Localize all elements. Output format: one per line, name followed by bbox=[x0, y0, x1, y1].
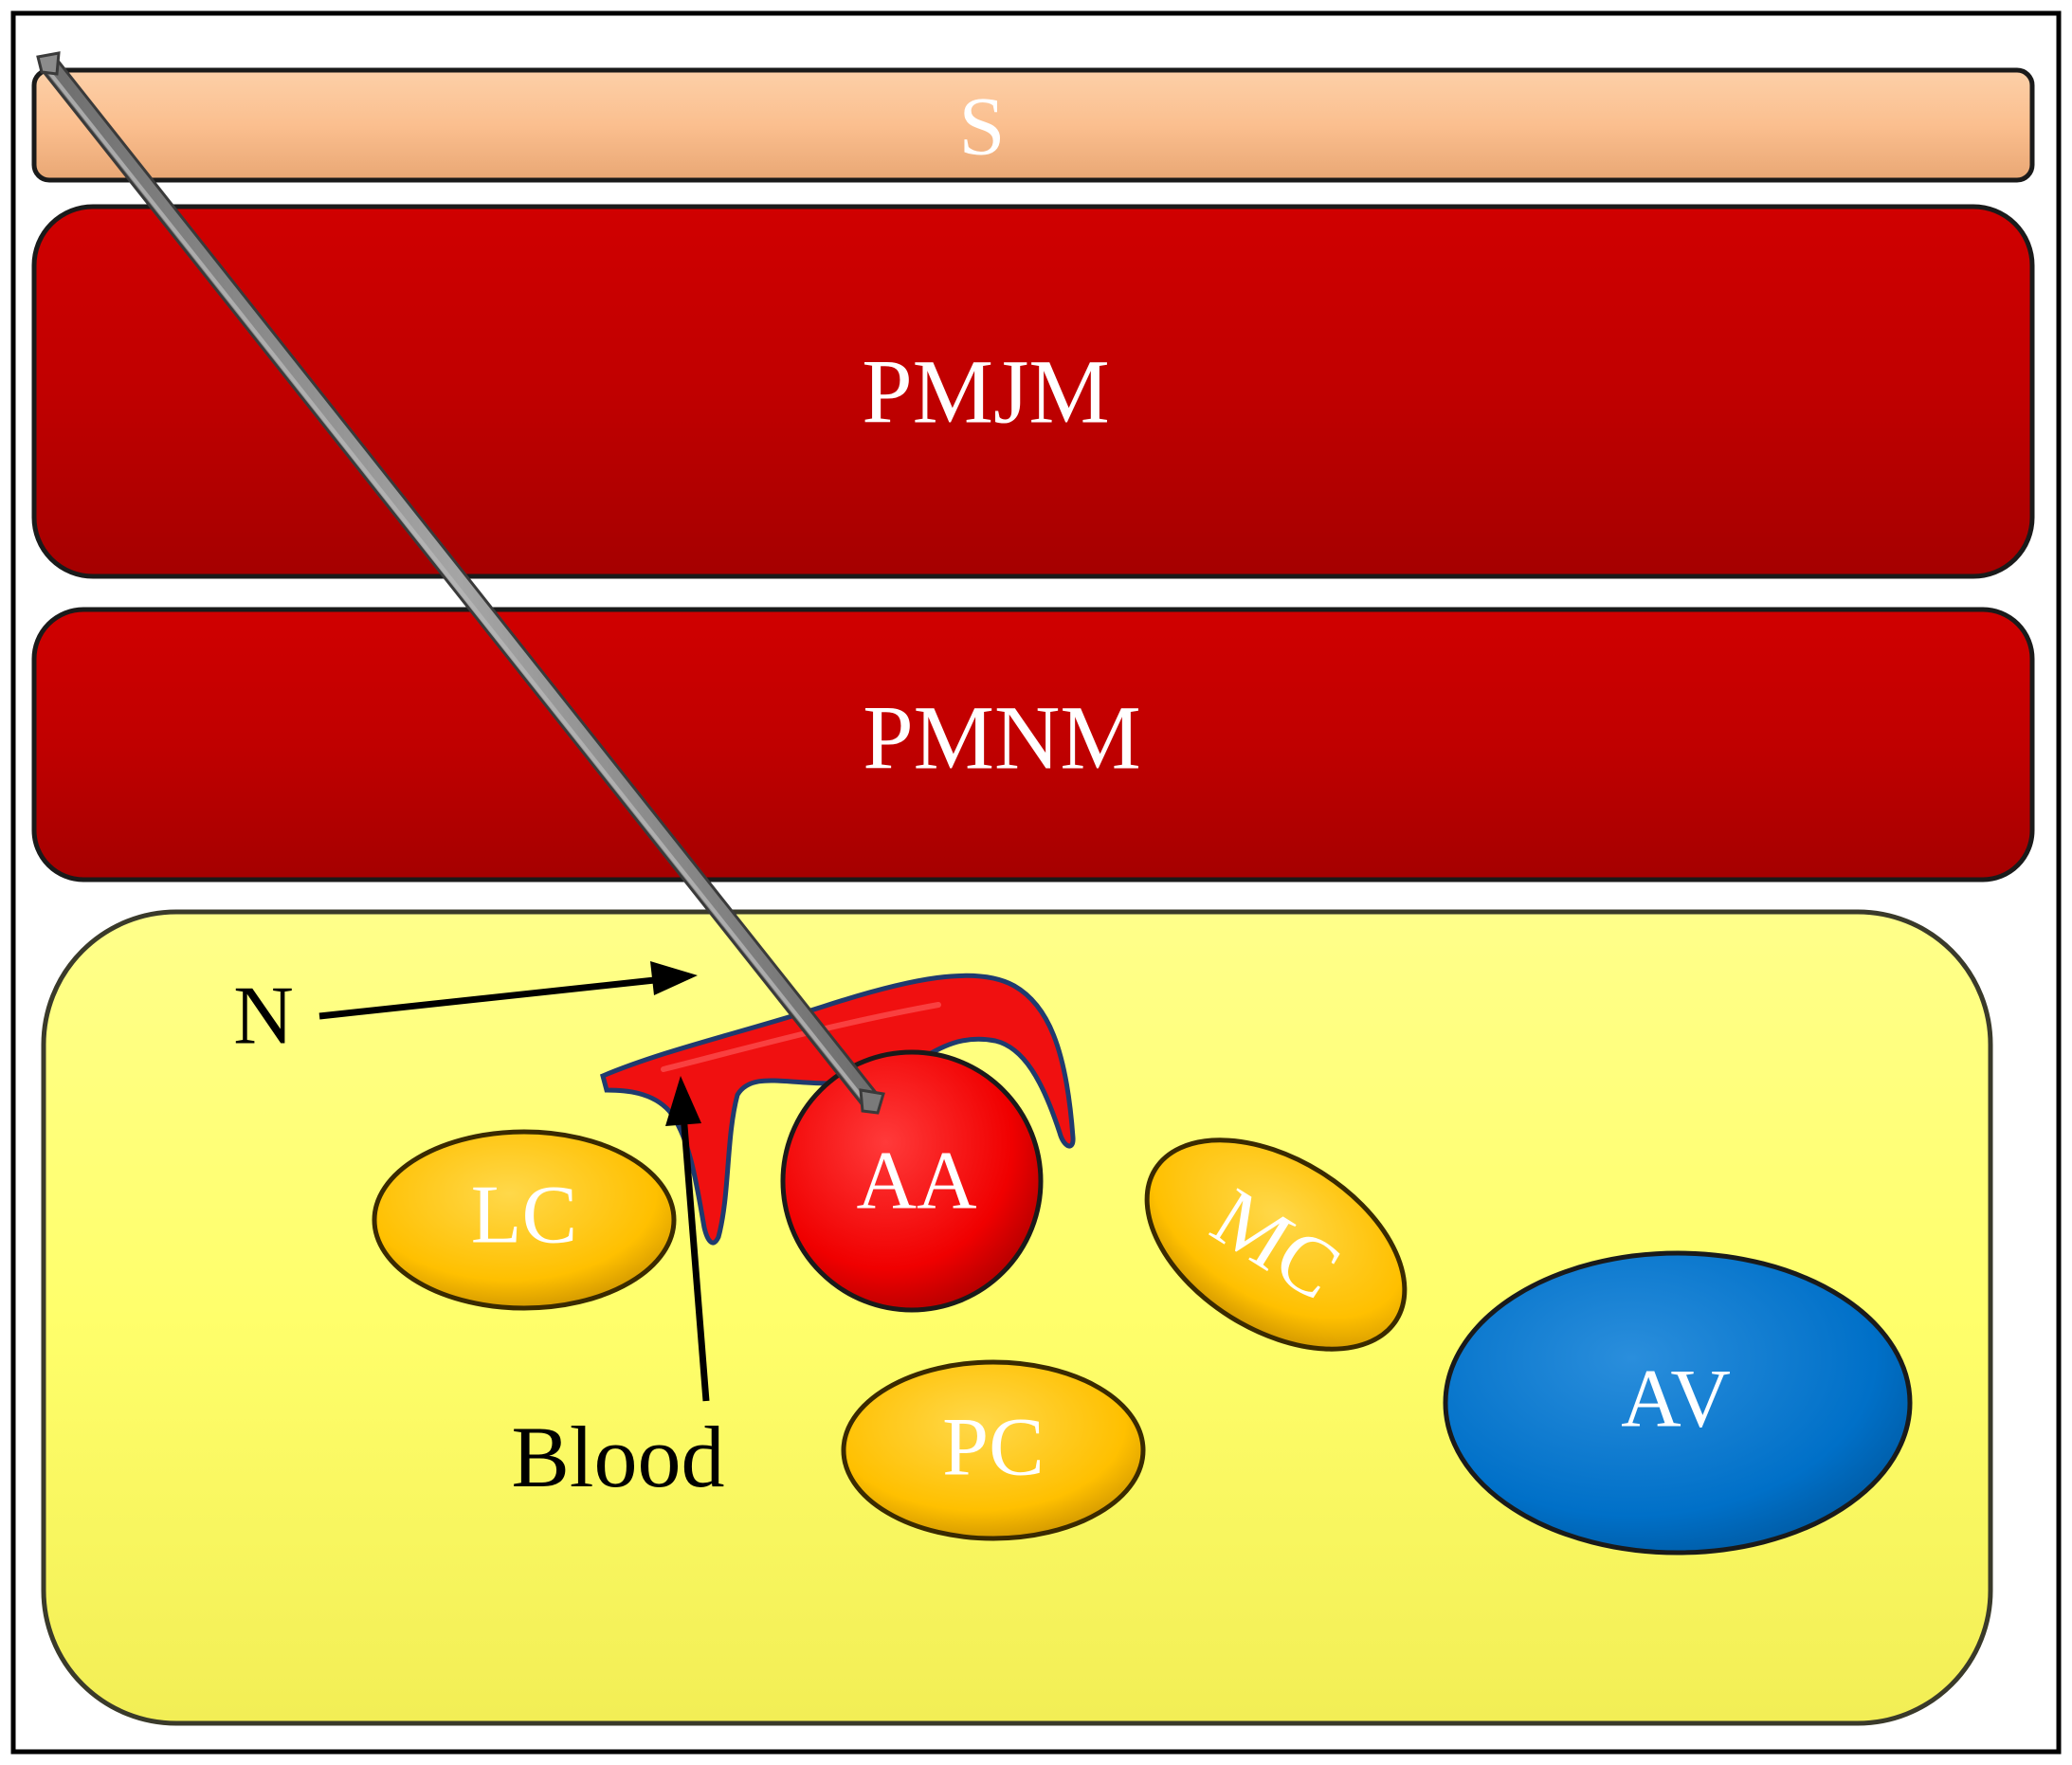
axillary-vein: AV bbox=[1443, 1250, 1913, 1556]
axillary-artery: AA bbox=[780, 1049, 1044, 1313]
needle-arrowhead bbox=[650, 961, 698, 995]
medial-cord: MC bbox=[1144, 1137, 1408, 1352]
axillary-vein-label: AV bbox=[1621, 1354, 1731, 1446]
pectoralis-major-layer: PMJM bbox=[31, 204, 2035, 579]
skin-layer: S bbox=[31, 67, 2035, 183]
pectoralis-minor-layer: PMNM bbox=[31, 607, 2035, 882]
axillary-fat-layer bbox=[41, 909, 1993, 1726]
blood-arrowhead bbox=[665, 1076, 701, 1126]
lateral-cord: LC bbox=[372, 1129, 677, 1311]
needle-arrow bbox=[318, 975, 664, 1020]
blood-hematoma bbox=[600, 973, 1076, 1246]
lateral-cord-label: LC bbox=[471, 1170, 577, 1262]
posterior-cord-label: PC bbox=[942, 1402, 1045, 1494]
blood-arrow bbox=[680, 1113, 710, 1402]
axillary-artery-label: AA bbox=[856, 1136, 976, 1228]
needle-label: N bbox=[233, 971, 294, 1063]
needle bbox=[36, 51, 885, 1115]
needle-annotation: N bbox=[233, 961, 698, 1063]
pectoralis-major-label: PMJM bbox=[862, 341, 1109, 443]
posterior-cord: PC bbox=[841, 1359, 1146, 1541]
blood-highlight bbox=[661, 1002, 941, 1072]
pectoralis-minor-label: PMNM bbox=[863, 687, 1140, 789]
blood-annotation: Blood bbox=[512, 1076, 725, 1505]
skin-layer-label: S bbox=[959, 82, 1006, 173]
blood-label: Blood bbox=[512, 1409, 725, 1505]
